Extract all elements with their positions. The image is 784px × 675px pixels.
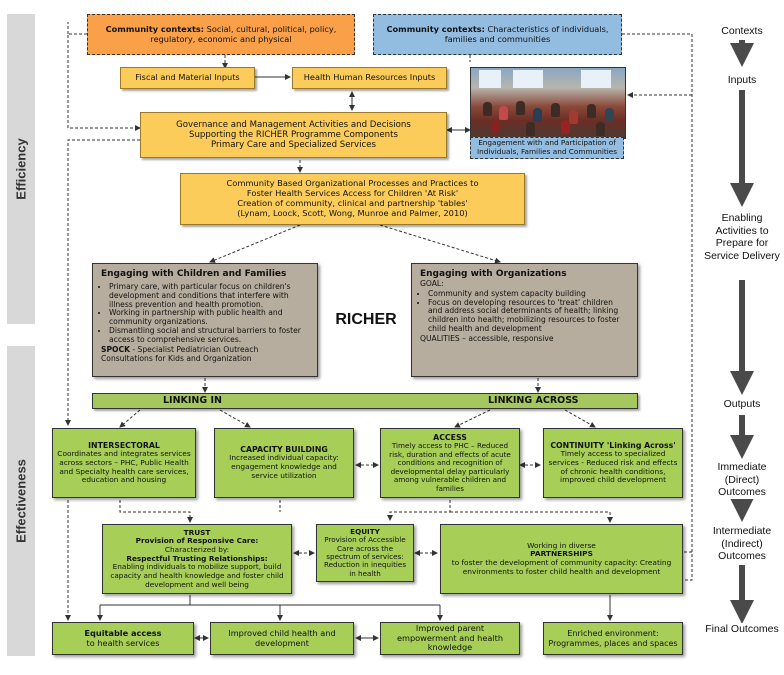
processes-line2: Foster Health Services Access for Childr… (246, 188, 459, 199)
engaging-children-title: Engaging with Children and Families (101, 269, 287, 279)
hhr-inputs-box: Health Human Resources Inputs (292, 67, 447, 89)
engaging-children-box: Engaging with Children and Families Prim… (92, 263, 318, 377)
hhr-inputs-label: Health Human Resources Inputs (303, 72, 436, 83)
fiscal-inputs-label: Fiscal and Material Inputs (135, 72, 240, 83)
effectiveness-label-bar: Effectiveness (7, 346, 35, 656)
capacity-text: Increased individual capacity: engagemen… (229, 453, 339, 480)
stage-enabling: Enabling Activities to Prepare for Servi… (700, 212, 784, 263)
spock-label: SPOCK (101, 345, 130, 355)
stage-contexts: Contexts (700, 25, 784, 38)
processes-line3: Creation of community, clinical and part… (237, 198, 468, 208)
trust-bold: Respectful Trusting Relationships: (126, 553, 268, 563)
trust-box: TRUST Provision of Responsive Care: Char… (102, 524, 292, 594)
continuity-title: CONTINUITY 'Linking Across' (550, 440, 676, 450)
fiscal-inputs-box: Fiscal and Material Inputs (120, 67, 255, 89)
intersectoral-title: INTERSECTORAL (88, 440, 160, 450)
governance-line3: Primary Care and Specialized Services (210, 140, 377, 151)
linking-across-label: LINKING ACROSS (488, 395, 579, 406)
partnerships-pre: Working in diverse (527, 540, 596, 550)
processes-box: Community Based Organizational Processes… (180, 173, 525, 225)
stage-inputs: Inputs (700, 74, 784, 87)
orange-context-text: Social, cultural, political, policy, reg… (150, 23, 337, 44)
trust-title: TRUST (183, 527, 211, 537)
partnerships-box: Working in diverse PARTNERSHIPS to foste… (440, 524, 683, 594)
orange-context-bold: Community contexts: (105, 23, 205, 34)
processes-line1: Community Based Organizational Processes… (226, 178, 479, 189)
governance-line2: Supporting the RICHER Programme Componen… (189, 129, 398, 140)
empowerment-box: Improved parent empowerment and health k… (380, 622, 520, 655)
governance-box: Governance and Management Activities and… (140, 112, 447, 158)
engaging-orgs-bullet: Focus on developing resources to 'treat'… (428, 298, 629, 335)
engaging-orgs-box: Engaging with Organizations GOAL: Commun… (411, 263, 638, 377)
partnerships-text: to foster the development of community c… (451, 558, 672, 576)
engagement-caption: Engagement with and Participation of Ind… (476, 138, 618, 156)
empowerment-label: Improved parent empowerment and health k… (396, 622, 504, 653)
access-title: ACCESS (433, 432, 467, 442)
spock-text: - Specialist Pediatrician Outreach Consu… (101, 345, 259, 364)
engaging-orgs-list: Community and system capacity building F… (420, 289, 629, 335)
linking-in-label: LINKING IN (163, 395, 222, 406)
intersectoral-text: Coordinates and integrates services acro… (57, 449, 191, 485)
engaging-children-list: Primary care, with particular focus on c… (101, 282, 309, 346)
equity-title: EQUITY (350, 526, 380, 536)
trust-subtitle: Provision of Responsive Care: (135, 536, 259, 546)
meeting-photo (470, 67, 626, 139)
equity-text: Provision of Accessible Care across the … (323, 535, 407, 578)
governance-line1: Governance and Management Activities and… (176, 119, 411, 130)
continuity-text: Timely access to specialized services - … (548, 449, 678, 485)
stage-intermediate: Intermediate (Indirect) Outcomes (700, 525, 784, 563)
equitable-access-box: Equitable access to health services (52, 622, 194, 655)
stage-final: Final Outcomes (700, 623, 784, 636)
improved-health-label: Improved child health and development (228, 627, 336, 648)
intersectoral-box: INTERSECTORAL Coordinates and integrates… (52, 428, 196, 498)
enriched-environment-box: Enriched environment: Programmes, places… (543, 622, 683, 655)
stage-outputs: Outputs (700, 398, 784, 411)
equity-box: EQUITY Provision of Accessible Care acro… (316, 524, 414, 582)
engaging-orgs-title: Engaging with Organizations (420, 269, 567, 279)
linking-band: LINKING IN LINKING ACROSS (92, 393, 638, 409)
continuity-box: CONTINUITY 'Linking Across' Timely acces… (543, 428, 683, 498)
capacity-building-box: CAPACITY BUILDING Increased individual c… (214, 428, 354, 498)
partnerships-title: PARTNERSHIPS (530, 549, 593, 559)
engaging-children-bullet: Working in partnership with public healt… (109, 309, 309, 327)
engaging-orgs-bullet: Community and system capacity building (428, 289, 629, 299)
engaging-children-bullet: Dismantling social and structural barrie… (109, 326, 309, 345)
access-box: ACCESS Timely access to PHC – Reduced ri… (380, 428, 520, 498)
engagement-caption-box: Engagement with and Participation of Ind… (470, 137, 624, 159)
richer-label: RICHER (335, 311, 397, 328)
equitable-text: to health services (86, 637, 160, 648)
engaging-orgs-qualities: QUALITIES – accessible, responsive (420, 334, 554, 344)
improved-health-box: Improved child health and development (210, 622, 354, 655)
engaging-orgs-goal: GOAL: (420, 278, 444, 288)
blue-context-text: Characteristics of individuals, families… (444, 23, 609, 44)
trust-characterized: Characterized by: (164, 545, 230, 555)
efficiency-label-bar: Efficiency (7, 14, 35, 324)
trust-text: Enabling individuals to mobilize support… (110, 562, 284, 589)
processes-line4: (Lynam, Loock, Scott, Wong, Munroe and P… (237, 207, 468, 218)
capacity-title: CAPACITY BUILDING (240, 445, 328, 455)
blue-context-bold: Community contexts: (386, 23, 485, 34)
stage-immediate: Immediate (Direct) Outcomes (700, 461, 784, 499)
community-context-social-box: Community contexts: Social, cultural, po… (87, 14, 355, 55)
enriched-label: Enriched environment: Programmes, places… (548, 629, 678, 648)
equitable-bold: Equitable access (84, 627, 162, 638)
community-context-characteristics-box: Community contexts: Characteristics of i… (373, 14, 622, 55)
access-text: Timely access to PHC – Reduced risk, dur… (389, 441, 511, 493)
engaging-children-bullet: Primary care, with particular focus on c… (109, 282, 309, 310)
